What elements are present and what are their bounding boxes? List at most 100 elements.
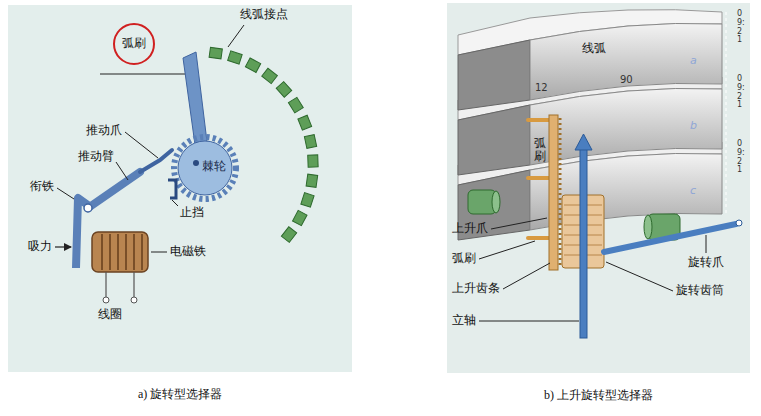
rotary-pawl <box>604 224 736 252</box>
part-label: 线弧接点 <box>240 8 288 22</box>
shaft-arrow <box>575 134 592 150</box>
contact-point <box>209 47 222 59</box>
contact-point <box>306 174 318 187</box>
pivot <box>84 204 92 212</box>
drive-arm <box>88 172 140 208</box>
leader-line <box>491 218 547 229</box>
panel-caption: a) 旋转型选择器 <box>138 386 222 403</box>
layer-letter: c <box>690 185 696 198</box>
winding-line <box>133 234 135 270</box>
coil-wire <box>133 272 134 297</box>
magnet-end <box>492 191 500 213</box>
brush-arms <box>528 120 549 238</box>
brush-arm <box>528 176 549 180</box>
stop-pawl <box>168 180 176 198</box>
layer-side <box>458 105 530 175</box>
figure-panel: a) 旋转型选择器 <box>8 5 352 372</box>
contact-point <box>276 82 291 98</box>
part-label: 弧刷 <box>122 37 146 51</box>
layer-front <box>530 23 722 100</box>
electromagnet <box>92 232 148 272</box>
leader-line <box>100 74 188 75</box>
part-label: 立轴 <box>452 314 476 328</box>
contact-point <box>298 115 312 130</box>
part-label: 电磁铁 <box>170 245 206 259</box>
wheel-hub <box>193 160 199 166</box>
leader-line <box>125 132 158 158</box>
part-label: 推动臂 <box>78 150 114 164</box>
force-arrow <box>55 246 71 247</box>
dashed-edge <box>726 12 727 214</box>
part-label: 止挡 <box>180 206 204 220</box>
part-label: 吸力 <box>28 240 52 254</box>
part-label: 推动爪 <box>86 124 122 138</box>
part-label: 线弧 <box>582 42 606 56</box>
leader-line <box>172 200 178 206</box>
ratchet-teeth <box>174 137 236 199</box>
coil-winding <box>102 234 142 270</box>
panel-ground <box>8 5 352 372</box>
contact-number: 09:21 <box>737 10 743 45</box>
layer-letter: b <box>690 120 697 133</box>
coil-wire <box>105 272 106 297</box>
terminal <box>131 297 137 303</box>
leader-line <box>116 162 128 180</box>
contact-point <box>262 68 278 83</box>
winding-line <box>117 234 119 270</box>
drive-pawl <box>140 150 172 172</box>
part-label: 旋转爪 <box>688 256 724 270</box>
rack-teeth <box>559 118 562 268</box>
leader-line <box>706 235 707 253</box>
part-label: 弧刷 <box>534 137 546 163</box>
leader-line <box>606 262 673 291</box>
contact-point <box>228 51 243 64</box>
leader-line <box>57 188 74 199</box>
lift-rack <box>549 115 558 270</box>
part-label: 线圈 <box>98 308 122 322</box>
ratchet-wheel <box>178 141 232 195</box>
pawl-pivot <box>736 220 742 226</box>
part-label: 上升爪 <box>452 222 488 236</box>
contact-number: 09:21 <box>737 75 743 110</box>
arc-bank <box>458 10 726 240</box>
winding-line <box>141 234 143 270</box>
leader-lines <box>57 25 244 252</box>
part-label: 衔铁 <box>30 180 54 194</box>
brush-arm <box>528 236 549 240</box>
part-label: 弧刷 <box>452 252 476 266</box>
contact-point <box>301 193 314 208</box>
leader-line <box>151 252 167 253</box>
vertical-shaft <box>580 148 587 338</box>
part-label: 棘轮 <box>202 160 226 174</box>
arc-layer <box>458 10 722 110</box>
figure-panel: b) 上升旋转型选择器 <box>447 3 750 373</box>
winding-line <box>125 234 127 270</box>
leader-line <box>479 241 535 259</box>
layer-number: 12 <box>535 82 548 94</box>
contact-point <box>288 97 303 112</box>
contact-point <box>281 227 296 243</box>
contact-point <box>245 58 260 72</box>
part-label: 旋转齿筒 <box>676 284 724 298</box>
brush-arm <box>528 118 549 122</box>
layer-letter: a <box>690 55 697 68</box>
winding-line <box>109 234 111 270</box>
contact-point <box>293 210 307 225</box>
layer-side <box>458 40 530 110</box>
terminal <box>103 297 109 303</box>
leader-line <box>228 25 244 47</box>
panel-caption: b) 上升旋转型选择器 <box>544 387 653 404</box>
layer-number: 90 <box>620 74 633 86</box>
contact-point <box>308 155 318 167</box>
leader-line <box>479 321 579 322</box>
highlight-circle <box>114 24 154 64</box>
leader-line <box>503 263 550 289</box>
winding-line <box>101 234 103 270</box>
panel-ground <box>447 3 750 373</box>
contact-number: 09:21 <box>737 140 743 175</box>
leader-lines <box>479 218 706 321</box>
contact-point <box>304 135 316 149</box>
